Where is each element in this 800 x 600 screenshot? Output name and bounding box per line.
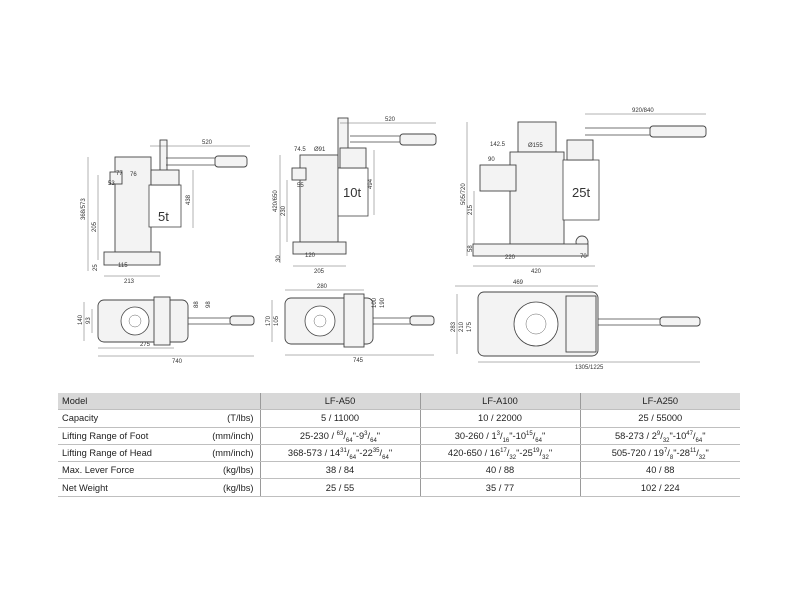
dim-a250-top-overall: 1305/1225 <box>575 365 604 371</box>
dim-a50-base-depth: 115 <box>118 263 128 269</box>
dim-a50-lever-height: 438 <box>186 194 192 205</box>
cell-lf-a100: 30-260 / 13/16"-1015/64" <box>419 427 581 445</box>
dim-a250-lever-length: 920/840 <box>632 108 654 114</box>
dim-a100-offset: 74.5 <box>294 147 306 153</box>
cell-lf-a50: 5 / 11000 <box>259 409 421 428</box>
spec-table: Model LF-A50 LF-A100 LF-A250 Capacity (T… <box>58 393 741 497</box>
dim-a100-overall-depth: 205 <box>314 269 325 275</box>
spec-row-lever-force: Max. Lever Force (kg/lbs) 38 / 84 40 / 8… <box>58 461 741 480</box>
row-unit: (kg/lbs) <box>190 478 261 497</box>
cell-lf-a250: 102 / 224 <box>579 478 741 497</box>
row-unit: (kg/lbs) <box>190 461 261 480</box>
dim-a50-top-depth: 140 <box>78 314 84 325</box>
dim-a100-lever-height: 494 <box>368 178 374 189</box>
dim-a100-top-overall: 745 <box>353 358 364 364</box>
dim-a50-top-inner: 93 <box>86 317 92 324</box>
row-label: Net Weight <box>58 478 190 497</box>
dim-a100-foot-width: 55 <box>297 183 304 189</box>
dim-a250-foot-range: 215 <box>468 204 474 215</box>
cell-lf-a250: 40 / 88 <box>579 461 741 480</box>
spec-row-net-weight: Net Weight (kg/lbs) 25 / 55 35 / 77 102 … <box>58 478 741 497</box>
dim-a250-top-width: 469 <box>513 280 524 286</box>
spec-row-capacity: Capacity (T/lbs) 5 / 11000 10 / 22000 25… <box>58 409 741 428</box>
dim-a50-foot-height: 25 <box>93 264 99 271</box>
dim-a250-head-range: 505/720 <box>461 183 467 205</box>
lf-a250-capacity-label: 25t <box>572 185 590 200</box>
technical-drawings: 520 368/573 205 53 77 76 438 25 115 213 … <box>78 108 707 371</box>
dim-a50-lever-length: 520 <box>202 140 213 146</box>
cell-lf-a250: 505-720 / 197/8"-2811/32" <box>579 444 741 463</box>
dim-a250-offset: 142.5 <box>490 142 506 148</box>
dim-a250-foot-height: 58 <box>468 245 474 252</box>
dim-a50-foot-range: 205 <box>92 221 98 232</box>
row-label: Max. Lever Force <box>58 461 190 480</box>
dim-a100-top-pump: 100 <box>372 297 378 308</box>
dim-a250-top-inner-2: 175 <box>467 321 473 332</box>
row-label: Lifting Range of Foot <box>58 427 190 445</box>
lf-a50-capacity-label: 5t <box>158 209 169 224</box>
cell-lf-a250: 25 / 55000 <box>579 409 741 428</box>
dim-a100-top-width: 280 <box>317 284 328 290</box>
spec-header-lf-a50: LF-A50 <box>259 393 421 411</box>
dim-a50-offset: 76 <box>130 172 137 178</box>
cell-lf-a50: 25-230 / 63/64"-93/64" <box>259 427 421 445</box>
cell-lf-a50: 38 / 84 <box>259 461 421 480</box>
dim-a100-top-inner: 105 <box>274 315 280 326</box>
dim-a250-top-inner: 210 <box>459 321 465 332</box>
row-label: Lifting Range of Head <box>58 444 190 463</box>
dim-a100-top-depth: 170 <box>266 315 272 326</box>
dim-a50-top-pump: 88 <box>194 301 200 308</box>
dim-a50-column-width: 77 <box>116 171 123 177</box>
dim-a100-base-depth: 120 <box>305 253 316 259</box>
lf-a50-front-view: 520 368/573 205 53 77 76 438 25 115 213 … <box>81 139 250 285</box>
spec-header-model: Model <box>58 393 261 411</box>
dim-a250-overall-depth: 420 <box>531 269 542 275</box>
dim-a50-foot-width: 53 <box>108 181 115 187</box>
lf-a100-capacity-label: 10t <box>343 185 361 200</box>
lf-a250-top-view: 469 283 210 175 1305/1225 <box>451 280 701 371</box>
dim-a250-base-depth: 220 <box>505 255 516 261</box>
dim-a50-top-overall: 740 <box>172 359 183 365</box>
cell-lf-a100: 40 / 88 <box>419 461 581 480</box>
dim-a100-head-range: 420/650 <box>273 190 279 212</box>
lf-a100-top-view: 280 170 105 100 190 745 <box>266 284 435 364</box>
cell-lf-a250: 58-273 / 29/32"-1047/64" <box>579 427 741 445</box>
row-unit: (T/lbs) <box>190 409 261 428</box>
dim-a50-top-body: 275 <box>140 342 151 348</box>
cell-lf-a50: 368-573 / 1431/64"-2235/64" <box>259 444 421 463</box>
dim-a100-foot-height: 30 <box>276 255 282 262</box>
lf-a250-front-view: 920/840 142.5 Ø155 90 505/720 215 58 220… <box>461 108 707 275</box>
dim-a100-diameter: Ø91 <box>314 147 326 153</box>
dim-a50-head-range: 368/573 <box>81 198 87 220</box>
dim-a50-top-pump-2: 98 <box>206 301 212 308</box>
dim-a250-diameter: Ø155 <box>528 143 543 149</box>
dim-a250-wheel: 70 <box>580 254 587 260</box>
spec-header-lf-a100: LF-A100 <box>419 393 581 411</box>
dim-a100-lever-length: 520 <box>385 117 396 123</box>
spec-header-lf-a250: LF-A250 <box>579 393 741 411</box>
cell-lf-a100: 35 / 77 <box>419 478 581 497</box>
spec-row-foot-range: Lifting Range of Foot (mm/inch) 25-230 /… <box>58 427 741 445</box>
spec-header-row: Model LF-A50 LF-A100 LF-A250 <box>58 393 741 411</box>
row-label: Capacity <box>58 409 190 428</box>
dim-a50-overall-depth: 213 <box>124 279 135 285</box>
row-unit: (mm/inch) <box>190 444 261 463</box>
dim-a250-top-depth: 283 <box>451 321 457 332</box>
dim-a100-foot-range: 230 <box>281 205 287 216</box>
cell-lf-a100: 10 / 22000 <box>419 409 581 428</box>
dim-a250-foot-width: 90 <box>488 157 495 163</box>
cell-lf-a100: 420-650 / 1617/32"-2519/32" <box>419 444 581 463</box>
spec-row-head-range: Lifting Range of Head (mm/inch) 368-573 … <box>58 444 741 463</box>
lf-a50-top-view: 140 93 88 98 275 740 <box>78 296 255 365</box>
row-unit: (mm/inch) <box>190 427 261 445</box>
dim-a100-top-pump-2: 190 <box>380 297 386 308</box>
lf-a100-front-view: 520 74.5 Ø91 420/650 230 55 494 30 120 2… <box>273 117 437 275</box>
cell-lf-a50: 25 / 55 <box>259 478 421 497</box>
